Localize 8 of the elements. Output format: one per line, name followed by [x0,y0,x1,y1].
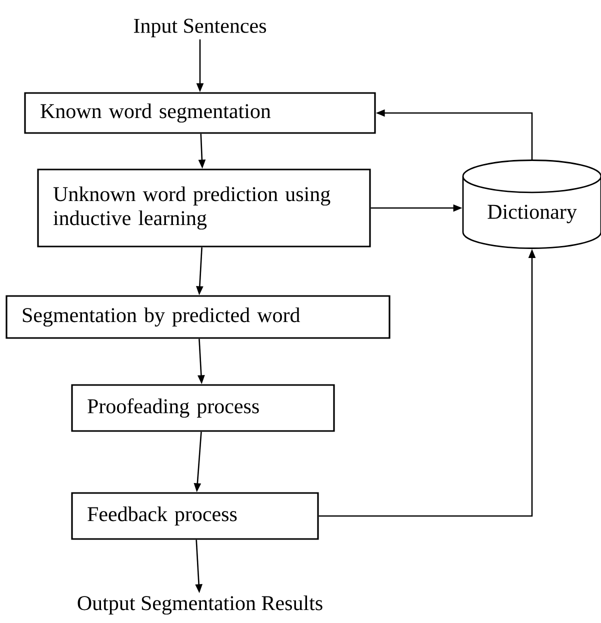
database-cylinder: Dictionary [462,160,601,249]
process-box: Feedback process [71,492,319,540]
output-label: Output Segmentation Results [78,595,322,615]
process-box: Known word segmentation [24,92,376,134]
process-box: Unknown word prediction using inductive learning [37,168,371,248]
input-label: Input Sentences [134,18,266,38]
process-box: Segmentation by predicted word [6,295,390,339]
process-box: Proofeading process [71,384,335,432]
